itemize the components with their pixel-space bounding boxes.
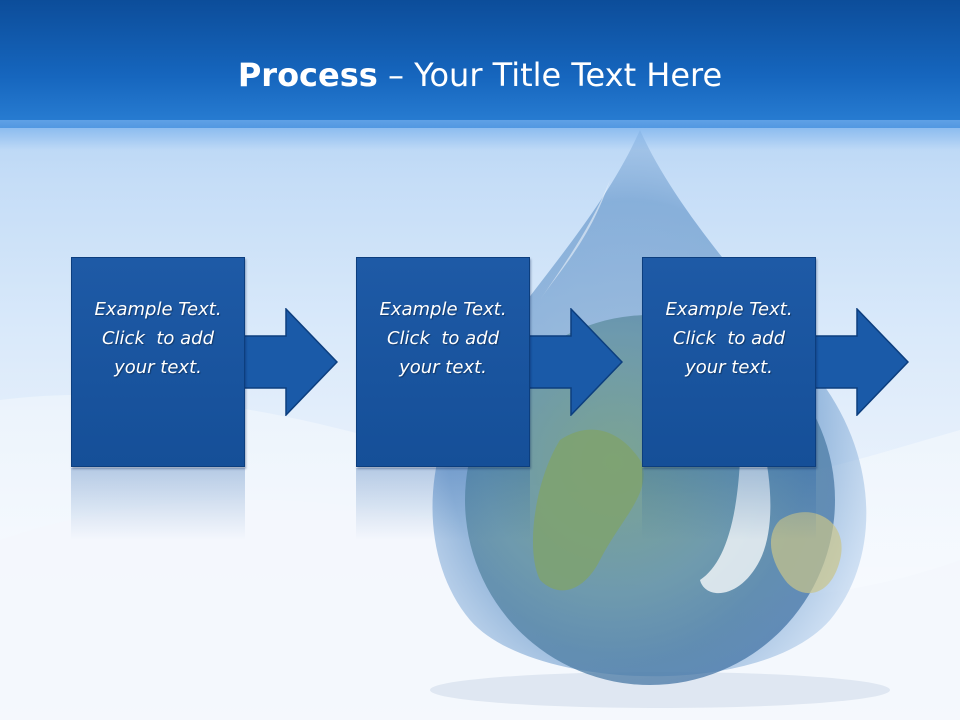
process-step-3[interactable]: Example Text. Click to add your text. bbox=[642, 257, 816, 467]
step-text-line: Example Text. bbox=[379, 298, 507, 320]
title-bar bbox=[0, 0, 960, 128]
step-text[interactable]: Example Text. Click to add your text. bbox=[363, 295, 523, 382]
step-reflection bbox=[71, 468, 245, 540]
step-reflection bbox=[356, 468, 530, 540]
step-text-line: Example Text. bbox=[94, 298, 222, 320]
right-arrow-icon bbox=[527, 308, 623, 416]
right-arrow-icon bbox=[242, 308, 338, 416]
step-text[interactable]: Example Text. Click to add your text. bbox=[78, 295, 238, 382]
step-text-line: Click to add bbox=[386, 327, 499, 349]
title-bar-glow bbox=[0, 120, 960, 150]
step-text-line: Example Text. bbox=[665, 298, 793, 320]
title-bold-part: Process bbox=[237, 56, 378, 94]
step-text-line: your text. bbox=[114, 356, 202, 378]
process-step-2[interactable]: Example Text. Click to add your text. bbox=[356, 257, 530, 467]
process-step-1[interactable]: Example Text. Click to add your text. bbox=[71, 257, 245, 467]
step-reflection bbox=[642, 468, 816, 540]
slide-title[interactable]: Process – Your Title Text Here bbox=[0, 55, 960, 95]
right-arrow-icon bbox=[813, 308, 909, 416]
step-text-line: your text. bbox=[685, 356, 773, 378]
step-text-line: your text. bbox=[399, 356, 487, 378]
step-text-line: Click to add bbox=[101, 327, 214, 349]
step-text-line: Click to add bbox=[672, 327, 785, 349]
step-text[interactable]: Example Text. Click to add your text. bbox=[649, 295, 809, 382]
title-rest-part: – Your Title Text Here bbox=[377, 56, 723, 94]
